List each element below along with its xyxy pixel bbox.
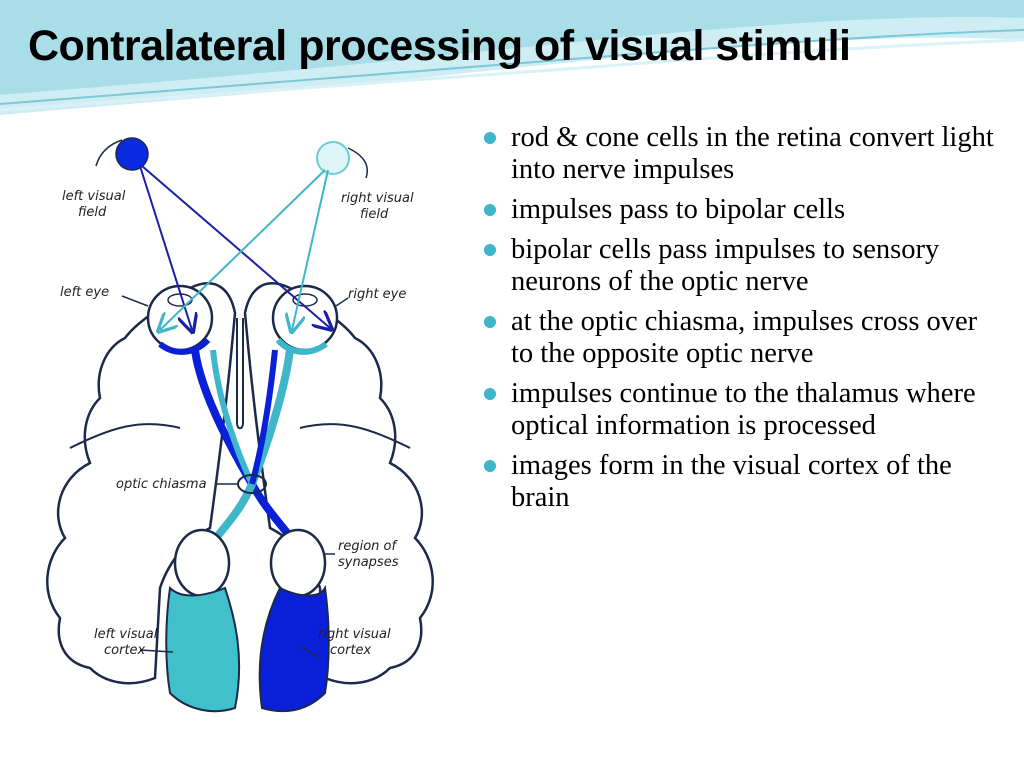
- header-wave-decoration: [0, 0, 1024, 115]
- label-left-visual-field-2: field: [78, 205, 107, 220]
- bullet-item: rod & cone cells in the retina convert l…: [484, 122, 1004, 186]
- slide-title: Contralateral processing of visual stimu…: [28, 22, 851, 70]
- bullet-dot-icon: [484, 316, 496, 328]
- label-right-visual-cortex: right visual: [318, 627, 391, 642]
- bullet-item: at the optic chiasma, impulses cross ove…: [484, 306, 1004, 370]
- left-visual-cortex-region: [165, 585, 241, 713]
- visual-pathway-diagram: left visual field right visual field lef…: [46, 137, 434, 713]
- bullet-list: rod & cone cells in the retina convert l…: [484, 122, 1004, 522]
- optic-chiasma-marker: [237, 474, 267, 494]
- right-visual-field-dot: [316, 141, 350, 175]
- bullet-dot-icon: [484, 204, 496, 216]
- label-left-eye: left eye: [60, 285, 109, 300]
- left-visual-field-dot: [115, 137, 149, 171]
- bullet-text: at the optic chiasma, impulses cross ove…: [511, 306, 978, 369]
- label-right-visual-cortex-2: cortex: [330, 643, 372, 658]
- bullet-text: impulses continue to the thalamus where …: [511, 378, 976, 441]
- bullet-dot-icon: [484, 460, 496, 472]
- label-region-of-synapses-2: synapses: [338, 555, 399, 570]
- bullet-dot-icon: [484, 244, 496, 256]
- bullet-item: impulses continue to the thalamus where …: [484, 378, 1004, 442]
- left-eye-icon: [146, 284, 214, 352]
- bullet-item: bipolar cells pass impulses to sensory n…: [484, 234, 1004, 298]
- bullet-item: impulses pass to bipolar cells: [484, 194, 1004, 226]
- label-optic-chiasma: optic chiasma: [116, 477, 207, 492]
- label-right-visual-field: right visual: [341, 191, 414, 206]
- left-optic-nerve-dark: [191, 349, 299, 546]
- bullet-text: bipolar cells pass impulses to sensory n…: [511, 234, 940, 297]
- left-synapse-region: [173, 528, 231, 598]
- label-left-visual-cortex-2: cortex: [104, 643, 146, 658]
- label-right-visual-field-2: field: [360, 207, 389, 222]
- label-right-eye: right eye: [348, 287, 406, 302]
- bullet-text: images form in the visual cortex of the …: [511, 450, 952, 513]
- bullet-text: rod & cone cells in the retina convert l…: [511, 122, 994, 185]
- bullet-dot-icon: [484, 132, 496, 144]
- label-left-visual-cortex: left visual: [94, 627, 158, 642]
- label-region-of-synapses: region of: [338, 539, 398, 554]
- right-synapse-region: [269, 528, 327, 598]
- label-left-visual-field: left visual: [62, 189, 126, 204]
- bullet-item: images form in the visual cortex of the …: [484, 450, 1004, 514]
- bullet-text: impulses pass to bipolar cells: [511, 194, 846, 225]
- bullet-dot-icon: [484, 388, 496, 400]
- right-visual-cortex-region: [258, 584, 330, 713]
- right-eye-icon: [271, 284, 339, 352]
